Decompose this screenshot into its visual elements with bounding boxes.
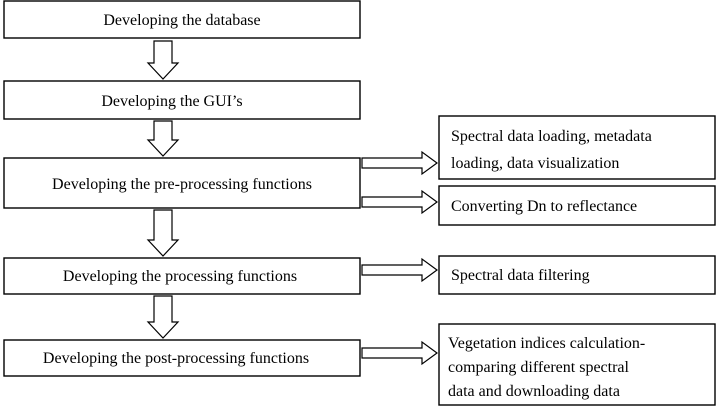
output-vegetation-indices-line-1: Vegetation indices calculation- [448,335,645,352]
step-processing: Developing the processing functions [3,257,361,295]
step-database: Developing the database [3,0,361,39]
step-gui-label: Developing the GUI’s [101,93,242,110]
output-converting-dn: Converting Dn to reflectance [438,185,716,226]
output-loading-visualization-line-1: Spectral data loading, metadata [451,128,652,145]
arrow-right-4 [361,340,439,366]
arrow-right-3 [361,257,439,283]
output-vegetation-indices-line-2: comparing different spectral [448,359,630,376]
arrow-right-1 [361,150,439,176]
step-post-processing-label: Developing the post-processing functions [43,350,309,367]
output-loading-visualization: Spectral data loading, metadata loading,… [438,115,716,180]
step-processing-label: Developing the processing functions [63,268,297,285]
step-database-label: Developing the database [103,12,260,29]
step-pre-processing: Developing the pre-processing functions [3,157,361,209]
output-spectral-filtering-line-1: Spectral data filtering [451,267,590,284]
arrow-down-1 [146,40,180,80]
arrow-down-2 [146,120,180,157]
arrow-down-3 [146,209,180,257]
step-gui: Developing the GUI’s [3,80,361,120]
arrow-down-4 [146,295,180,339]
output-spectral-filtering: Spectral data filtering [438,255,716,295]
arrow-right-2 [361,189,439,215]
step-post-processing: Developing the post-processing functions [3,339,361,377]
output-vegetation-indices: Vegetation indices calculation- comparin… [438,323,716,406]
output-converting-dn-line-1: Converting Dn to reflectance [451,198,637,215]
output-vegetation-indices-line-3: data and downloading data [448,383,620,400]
output-loading-visualization-line-2: loading, data visualization [451,155,619,172]
step-pre-processing-label: Developing the pre-processing functions [52,176,312,193]
